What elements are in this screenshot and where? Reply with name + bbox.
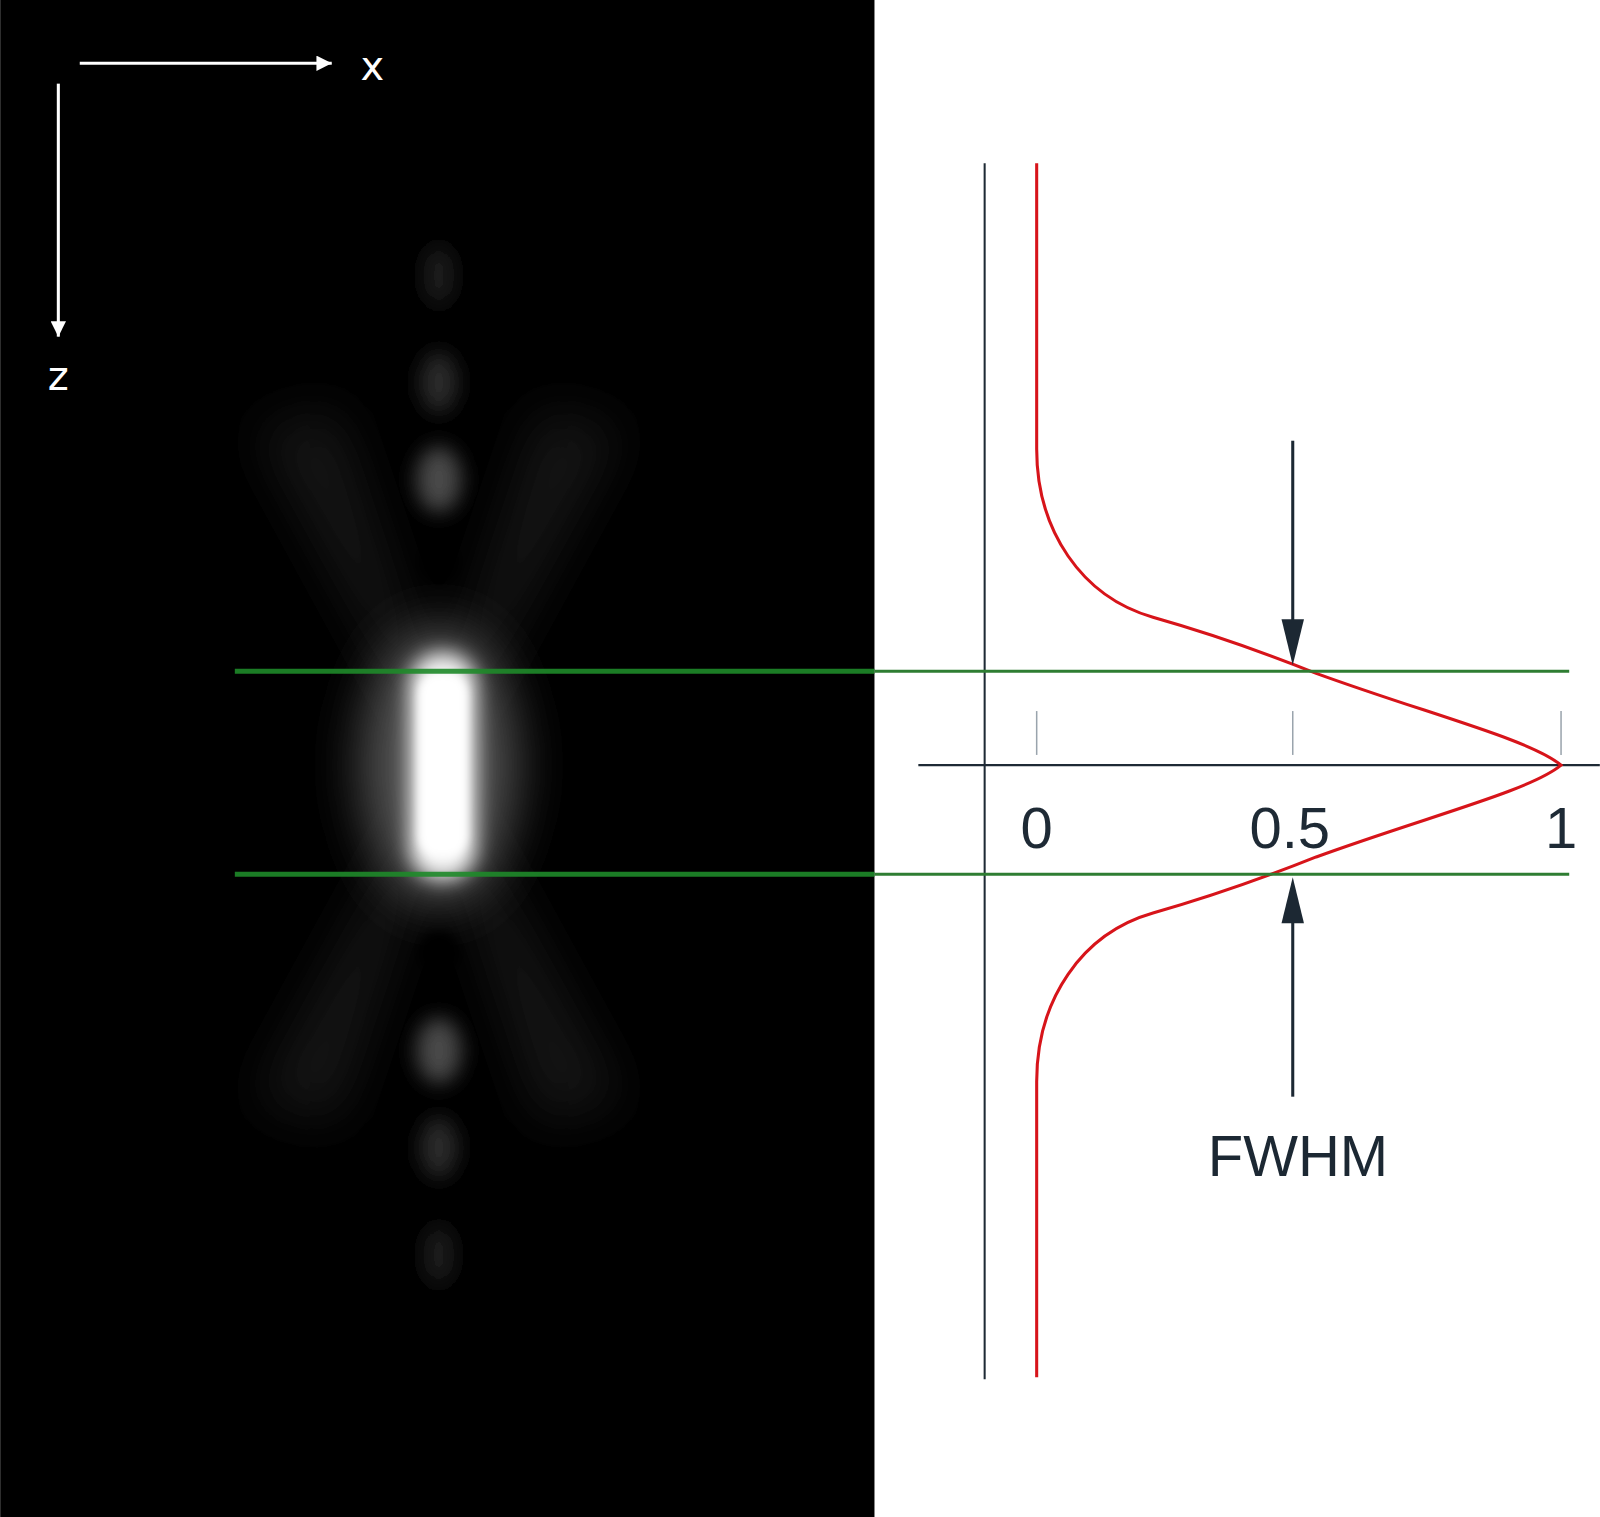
fwhm-label: FWHM (1208, 1127, 1388, 1185)
axis-label: z (48, 356, 69, 396)
tick-label: 1 (1545, 799, 1577, 857)
tick-label: 0.5 (1249, 799, 1330, 857)
tick-label: 0 (1021, 799, 1053, 857)
axis-label: x (361, 46, 385, 86)
